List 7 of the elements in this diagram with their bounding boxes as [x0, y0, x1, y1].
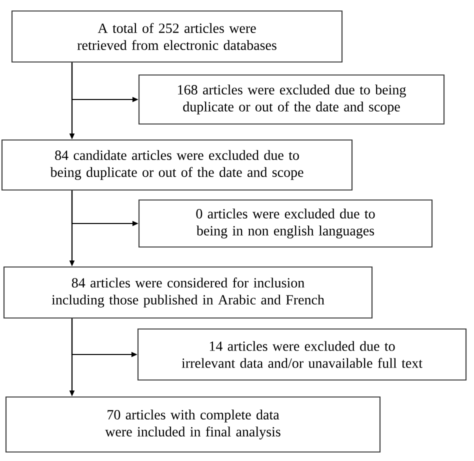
process-box: 84 articles were considered for inclusion including those published in Arabic and French	[3, 266, 373, 319]
process-box: A total of 252 articles were retrieved from electronic databases	[11, 10, 343, 63]
exclusion-box: 0 articles were excluded due to being in non english languages	[138, 199, 433, 248]
exclusion-box: 14 articles were excluded due to irrelevant data and/or unavailable full text	[137, 328, 467, 381]
process-box: 84 candidate articles were excluded due to being duplicate or out of the date and scope	[1, 139, 353, 191]
exclusion-box: 168 articles were excluded due to being duplicate or out of the date and scope	[138, 74, 445, 125]
process-box: 70 articles with complete data were included in final analysis	[5, 396, 381, 453]
